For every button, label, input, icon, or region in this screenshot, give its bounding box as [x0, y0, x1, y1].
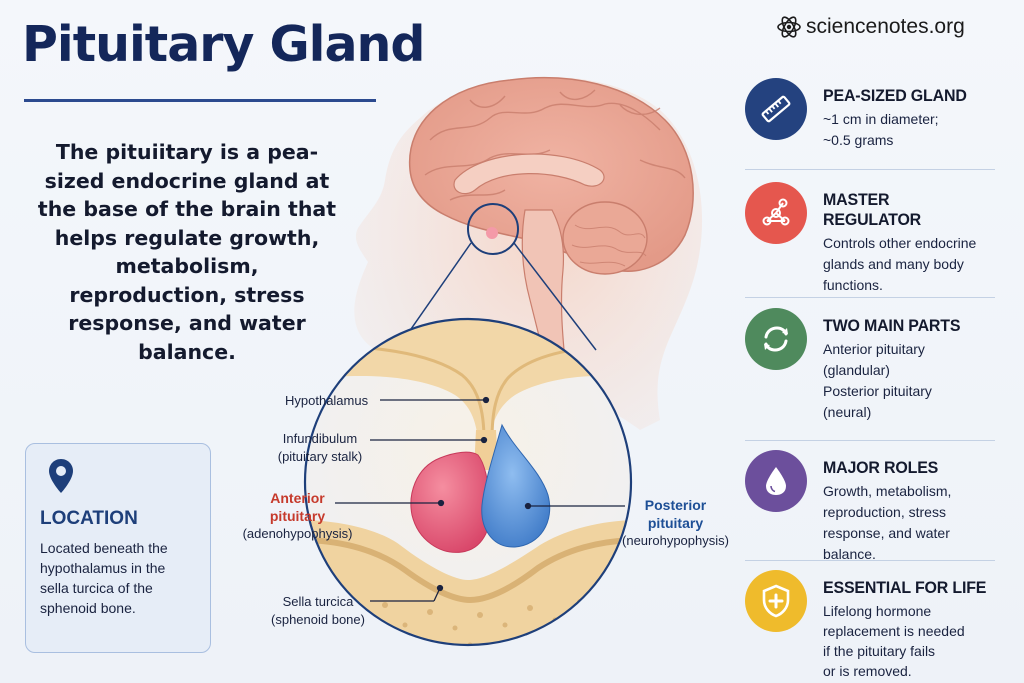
brand: sciencenotes.org	[776, 14, 965, 40]
divider	[745, 440, 995, 441]
intro-text: The pituiitary is a pea-sized endocrine …	[37, 140, 337, 364]
map-pin-icon	[49, 459, 73, 493]
page-title: Pituitary Gland	[22, 16, 426, 73]
feature-master-regulator: MASTER REGULATOR Controls other endocrin…	[745, 182, 997, 296]
atom-icon	[777, 16, 801, 38]
ruler-icon	[745, 78, 807, 140]
divider	[745, 169, 995, 170]
divider	[745, 297, 995, 298]
divider	[745, 560, 995, 561]
label-posterior-pituitary: Posterior pituitary (neurohypophysis)	[622, 497, 729, 548]
location-text: Located beneath the hypothalamus in the …	[40, 540, 168, 616]
feature-pea-sized: PEA-SIZED GLAND ~1 cm in diameter; ~0.5 …	[745, 78, 997, 151]
focus-circle	[467, 203, 519, 255]
location-title: LOCATION	[40, 508, 138, 529]
label-sella-turcica: Sella turcica (sphenoid bone)	[271, 594, 365, 627]
brand-name: sciencenotes.org	[806, 15, 965, 38]
cycle-arrows-icon	[745, 308, 807, 370]
label-anterior-pituitary: Anterior pituitary (adenohypophysis)	[242, 490, 353, 541]
location-card: LOCATION Located beneath the hypothalamu…	[25, 443, 211, 653]
brain	[408, 77, 694, 361]
title-underline	[24, 99, 376, 102]
label-infundibulum: Infundibulum (pituitary stalk)	[277, 431, 363, 464]
droplet-icon	[745, 450, 807, 512]
feature-essential-for-life: ESSENTIAL FOR LIFE Lifelong hormone repl…	[745, 570, 997, 681]
label-hypothalamus: Hypothalamus	[285, 393, 369, 408]
feature-two-main-parts: TWO MAIN PARTS Anterior pituitary (gland…	[745, 308, 997, 423]
shield-plus-icon	[745, 570, 807, 632]
feature-major-roles: MAJOR ROLES Growth, metabolism, reproduc…	[745, 450, 997, 565]
network-icon	[745, 182, 807, 244]
